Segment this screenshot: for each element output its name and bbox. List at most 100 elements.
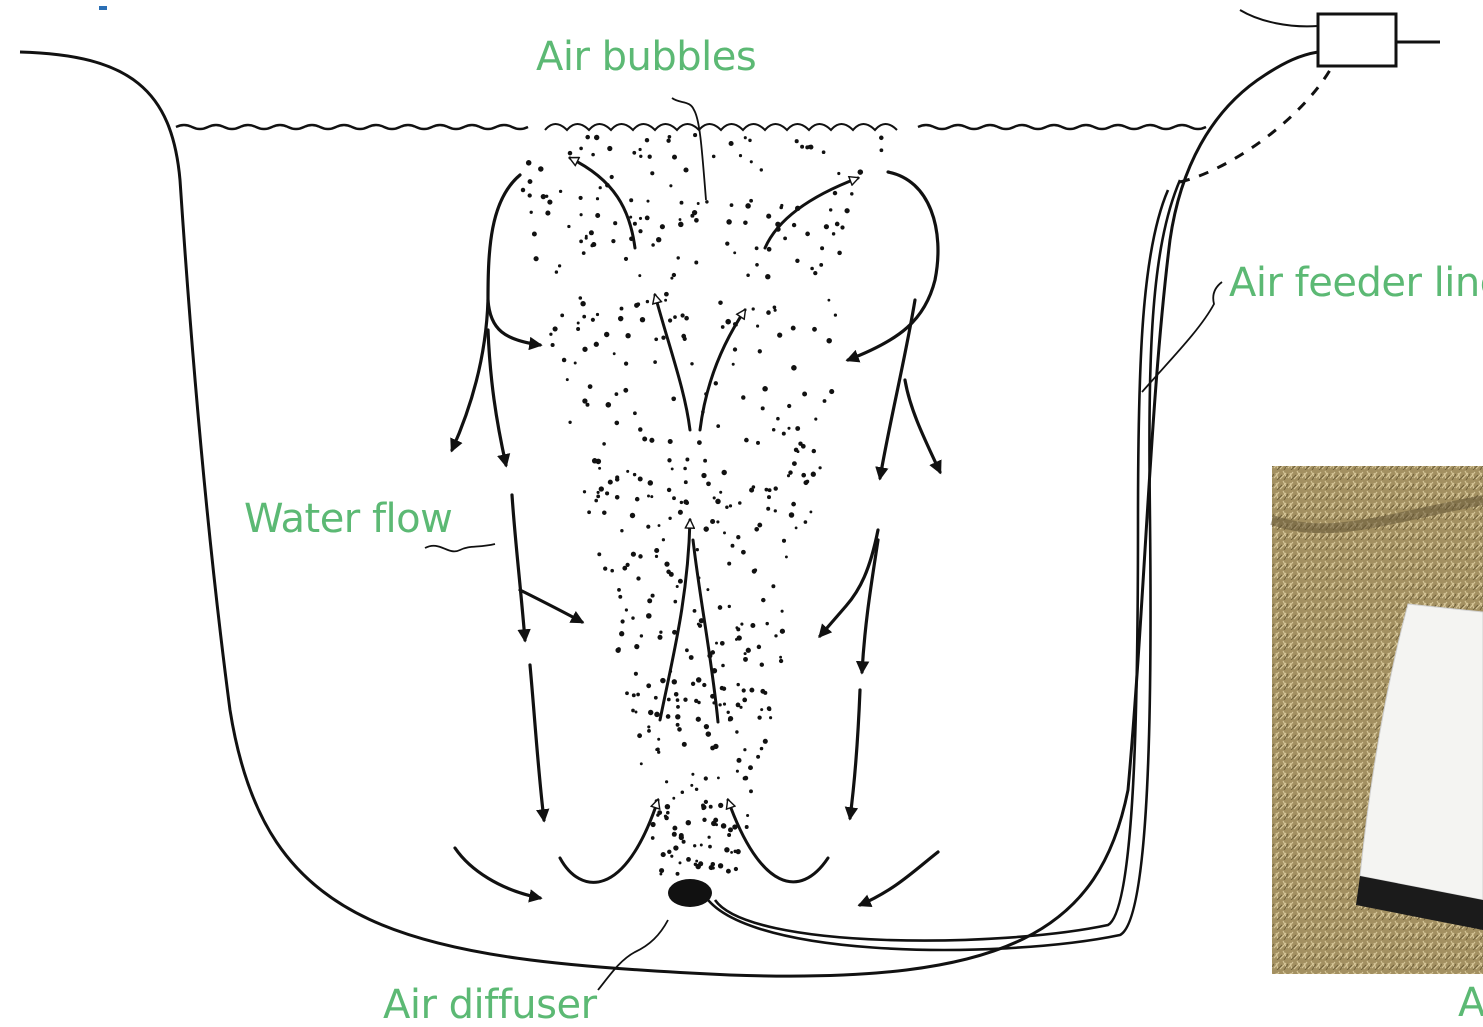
air-bubble-dot: [694, 261, 698, 265]
air-bubble-dot: [680, 501, 683, 504]
air-bubble-dot: [638, 229, 642, 233]
air-bubble-dot: [678, 579, 683, 584]
air-bubble-dot: [791, 326, 796, 331]
air-bubble-dot: [736, 683, 739, 686]
air-bubble-dot: [678, 222, 683, 227]
air-bubble-dot: [613, 221, 617, 225]
air-bubble-dot: [676, 872, 680, 876]
air-feeder-line-inner: [715, 190, 1168, 941]
air-bubble-dot: [646, 683, 651, 688]
air-bubble-dot: [671, 467, 674, 470]
air-bubble-dot: [668, 318, 672, 322]
air-bubble-dot: [706, 731, 712, 737]
air-bubble-dot: [672, 679, 677, 684]
air-bubble-dot: [714, 381, 718, 385]
pond-outline: [20, 52, 1318, 976]
air-bubble-dot: [636, 576, 640, 580]
air-bubble-dot: [647, 495, 650, 498]
air-bubble-dot: [733, 347, 737, 351]
air-bubble-dot: [755, 263, 759, 267]
air-bubble-dot: [766, 507, 770, 511]
air-bubble-dot: [757, 523, 762, 528]
air-bubble-dot: [765, 622, 768, 625]
air-bubble-dot: [694, 218, 699, 223]
air-bubble-dot: [721, 823, 727, 829]
air-bubble-dot: [701, 805, 706, 810]
air-bubble-dot: [589, 230, 594, 235]
air-bubble-dot: [647, 725, 650, 728]
air-bubble-dot: [785, 555, 788, 558]
air-bubble-dot: [737, 635, 742, 640]
air-feeder-line-outer: [700, 180, 1180, 950]
air-bubble-dot: [686, 857, 691, 862]
air-bubble-dot: [788, 470, 792, 474]
air-bubble-dot: [633, 222, 637, 226]
air-bubble-dot: [773, 305, 777, 309]
air-bubble-dot: [579, 296, 583, 300]
air-bubble-dot: [668, 439, 673, 444]
air-bubble-dot: [818, 466, 821, 469]
air-bubble-dot: [690, 784, 693, 787]
air-bubble-dot: [595, 213, 600, 218]
label-air-feeder-line: Air feeder line: [1229, 260, 1483, 306]
air-bubble-dot: [594, 342, 599, 347]
compressor-box-icon: [1240, 10, 1440, 66]
air-bubble-dot: [792, 223, 796, 227]
air-bubble-dot: [713, 496, 716, 499]
air-bubble-dot: [730, 203, 734, 207]
air-bubble-dot: [638, 427, 642, 431]
air-bubble-dot: [791, 365, 797, 371]
air-bubble-dot: [664, 561, 669, 566]
air-bubble-dot: [704, 724, 709, 729]
air-bubble-dot: [724, 847, 729, 852]
air-bubble-dot: [602, 442, 606, 446]
air-bubble-dot: [756, 325, 759, 328]
air-bubble-dot: [760, 689, 765, 694]
air-bubble-dot: [795, 139, 799, 143]
air-bubble-dot: [858, 169, 864, 175]
air-bubble-dot: [713, 818, 718, 823]
air-bubble-dot: [802, 392, 807, 397]
air-bubble-dot: [779, 206, 783, 210]
air-bubble-dot: [599, 186, 602, 189]
air-bubble-dot: [638, 477, 643, 482]
air-bubble-dot: [659, 631, 662, 634]
air-bubble-dot: [551, 343, 555, 347]
air-bubble-dot: [739, 154, 742, 157]
air-bubble-dot: [639, 148, 642, 151]
air-bubble-dot: [667, 488, 671, 492]
air-bubble-dot: [728, 716, 733, 721]
air-bubble-dot: [777, 333, 782, 338]
air-bubble-dot: [741, 550, 746, 555]
air-bubble-dot: [755, 246, 759, 250]
air-bubble-dot: [736, 627, 740, 631]
air-bubble-dot: [640, 317, 645, 322]
air-bubble-dot: [692, 210, 697, 215]
air-bubble-dot: [673, 600, 677, 604]
air-bubble-dot: [566, 378, 569, 381]
air-bubble-dot: [678, 510, 683, 515]
air-bubble-dot: [646, 300, 649, 303]
air-bubble-dot: [679, 833, 684, 838]
air-bubble-dot: [526, 160, 532, 166]
air-bubble-dot: [715, 823, 718, 826]
air-bubble-dot: [614, 421, 619, 426]
air-bubble-dot: [587, 510, 591, 514]
air-bubble-dot: [624, 361, 628, 365]
air-bubble-dot: [582, 347, 587, 352]
air-bubble-dot: [599, 486, 604, 491]
air-bubble-dot: [723, 531, 726, 534]
air-bubble-dot: [623, 388, 628, 393]
air-bubble-dot: [844, 208, 849, 213]
air-bubble-dot: [580, 213, 583, 216]
air-bubble-dot: [779, 656, 782, 659]
air-bubble-dot: [660, 678, 665, 683]
air-bubble-dot: [828, 299, 831, 302]
air-bubble-dot: [576, 327, 580, 331]
air-bubble-dot: [729, 141, 734, 146]
air-bubble-dot: [721, 470, 726, 475]
air-bubble-dot: [787, 427, 790, 430]
air-bubble-dot: [618, 316, 623, 321]
air-bubble-dot: [632, 693, 636, 697]
